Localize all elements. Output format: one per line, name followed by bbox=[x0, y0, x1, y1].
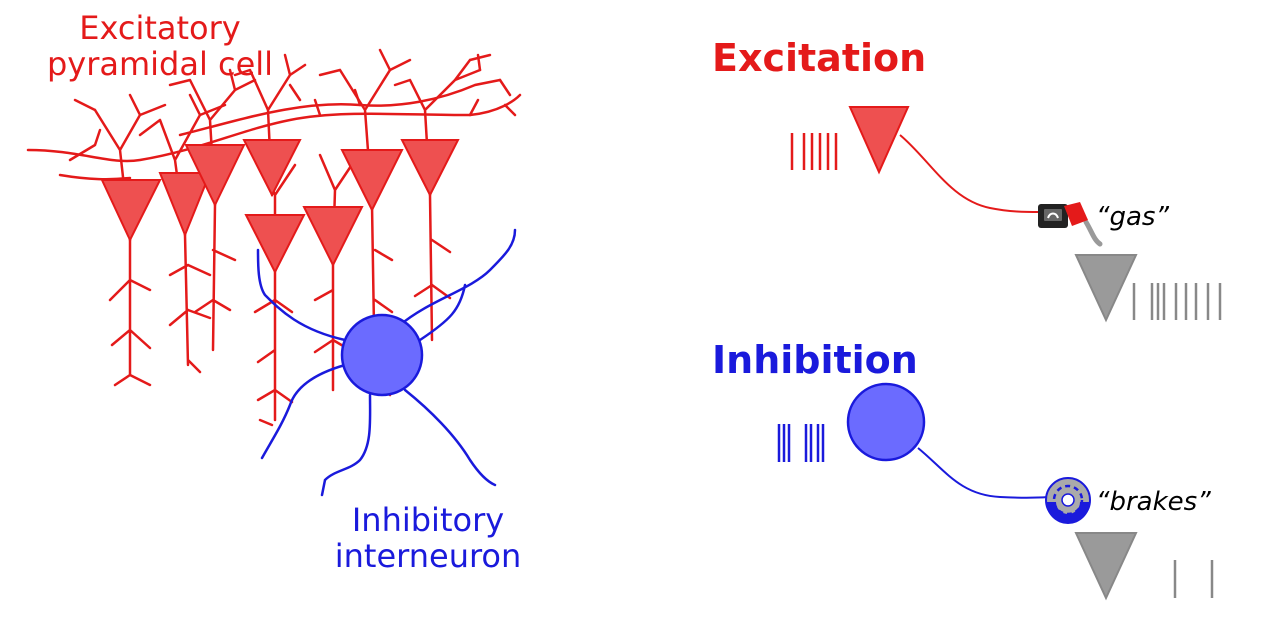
pyramidal-label-line2: pyramidal cell bbox=[46, 45, 274, 83]
excitatory-neuron bbox=[848, 106, 910, 175]
inhibitory-axon bbox=[917, 447, 1049, 499]
inhibition-output-spikes bbox=[1173, 560, 1214, 598]
interneuron-label: Inhibitory interneuron bbox=[318, 502, 538, 574]
gas-quote: “gas” bbox=[1096, 202, 1169, 232]
excitatory-axon bbox=[899, 134, 1041, 213]
interneuron-soma bbox=[340, 313, 424, 397]
pyramidal-cell-network bbox=[26, 48, 522, 427]
pyramidal-soma bbox=[184, 144, 246, 208]
pyramidal-label-line1: Excitatory bbox=[79, 9, 241, 47]
pyramidal-soma bbox=[100, 179, 162, 243]
inhibition-input-spikes bbox=[777, 424, 825, 462]
excitation-heading: Excitation bbox=[712, 36, 927, 80]
excitation-input-spikes bbox=[790, 133, 838, 170]
pyramidal-cell-label: Excitatory pyramidal cell bbox=[40, 10, 280, 82]
excitation-output-spikes bbox=[1132, 283, 1222, 320]
pyramidal-soma bbox=[400, 139, 460, 198]
pyramidal-soma bbox=[244, 214, 306, 275]
inhibitory-neuron bbox=[846, 382, 926, 462]
pyramidal-soma bbox=[302, 206, 364, 268]
pyramidal-soma bbox=[158, 172, 212, 238]
fuel-nozzle-icon bbox=[1038, 202, 1103, 247]
inhibition-target-neuron bbox=[1074, 532, 1138, 601]
brakes-quote: “brakes” bbox=[1096, 487, 1211, 517]
pyramidal-somata bbox=[100, 139, 460, 275]
inhibition-heading: Inhibition bbox=[712, 338, 918, 382]
pyramidal-soma bbox=[340, 149, 404, 213]
interneuron-label-line2: interneuron bbox=[334, 537, 522, 575]
interneuron-dendrites bbox=[256, 228, 517, 497]
pyramidal-soma bbox=[242, 139, 302, 198]
excitation-target-neuron bbox=[1074, 254, 1138, 323]
interneuron-label-line1: Inhibitory bbox=[351, 501, 505, 539]
brake-disc-icon bbox=[1045, 477, 1091, 524]
